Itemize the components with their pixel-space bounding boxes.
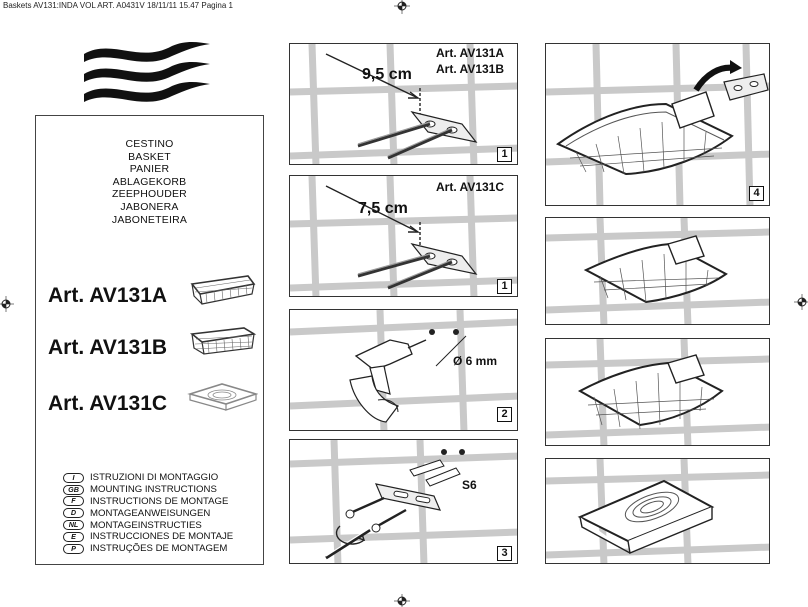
- instruction-text: ISTRUZIONI DI MONTAGGIO: [90, 472, 219, 484]
- lang-badge: NL: [63, 520, 84, 531]
- step-4-number-badge: 4: [749, 186, 764, 201]
- product-name-en: BASKET: [128, 150, 171, 163]
- lang-badge: E: [63, 531, 84, 542]
- lang-badge: P: [63, 543, 84, 554]
- basket-a-thumbnail-icon: [190, 275, 256, 305]
- registration-mark-left-icon: [0, 296, 14, 312]
- wall-tiles-illustration: [290, 44, 517, 164]
- product-info-panel: CESTINO BASKET PANIER ABLAGEKORB ZEEPHOU…: [35, 115, 264, 565]
- basket-b-result-illustration: [546, 339, 769, 445]
- step-2-drill-size-label: Ø 6 mm: [453, 354, 498, 368]
- step-1-art-b-label: Art. AV131B: [436, 62, 505, 76]
- step-1-panel-av131ab: Art. AV131A Art. AV131B 9,5 cm 1: [289, 43, 518, 165]
- instruction-row-fr: F INSTRUCTIONS DE MONTAGE: [63, 496, 233, 508]
- instruction-row-es: E INSTRUCCIONES DE MONTAJE: [63, 531, 233, 543]
- instruction-text: MONTAGEINSTRUCTIES: [90, 519, 202, 531]
- instruction-text: INSTRUCCIONES DE MONTAJE: [90, 531, 234, 543]
- result-panel-av131c: [545, 458, 770, 564]
- lang-badge: D: [63, 508, 84, 519]
- wall-tiles-illustration: [290, 176, 517, 296]
- basket-c-thumbnail-icon: [187, 383, 258, 411]
- product-name-de: ABLAGEKORB: [112, 175, 187, 188]
- result-panel-av131a: [545, 217, 770, 325]
- step-3-panel-fixing: S6 3: [289, 439, 518, 564]
- lang-badge: I: [63, 472, 84, 483]
- instruction-text: MONTAGEANWEISUNGEN: [90, 507, 211, 519]
- lang-badge: GB: [63, 484, 84, 495]
- step-1b-dimension-label: 7,5 cm: [358, 200, 408, 217]
- basket-a-result-illustration: [546, 218, 769, 324]
- basket-b-thumbnail-icon: [190, 327, 257, 355]
- drilling-illustration: [290, 310, 517, 430]
- product-name-nl: ZEEPHOUDER: [112, 188, 187, 201]
- product-name-pt: JABONETEIRA: [111, 213, 188, 226]
- article-av131b-label: Art. AV131B: [48, 336, 168, 359]
- step-3-number-badge: 3: [497, 546, 512, 561]
- instruction-text: INSTRUCTIONS DE MONTAGE: [90, 495, 229, 507]
- step-3-plug-label: S6: [462, 478, 477, 492]
- registration-mark-bottom-icon: [394, 594, 410, 607]
- step-1b-number-badge: 1: [497, 279, 512, 294]
- result-panel-av131b: [545, 338, 770, 446]
- instruction-row-pt: P INSTRUÇÕES DE MONTAGEM: [63, 543, 233, 555]
- step-1b-art-label: Art. AV131C: [436, 180, 505, 194]
- product-names: CESTINO BASKET PANIER ABLAGEKORB ZEEPHOU…: [36, 138, 263, 226]
- basket-c-result-illustration: [546, 459, 769, 563]
- page-header: Baskets AV131:INDA VOL ART. A0431V 18/11…: [3, 1, 233, 10]
- step-1-art-a-label: Art. AV131A: [436, 46, 505, 60]
- fixing-illustration: [290, 440, 517, 563]
- step-4-panel-mounting: 4: [545, 43, 770, 206]
- basket-mount-illustration: [546, 44, 769, 205]
- instruction-row-it: I ISTRUZIONI DI MONTAGGIO: [63, 472, 233, 484]
- product-name-it: CESTINO: [125, 138, 174, 150]
- step-1-dimension-label: 9,5 cm: [362, 66, 412, 83]
- step-1-number-badge: 1: [497, 147, 512, 162]
- step-2-panel-drilling: Ø 6 mm 2: [289, 309, 518, 431]
- step-1-panel-av131c: Art. AV131C 7,5 cm 1: [289, 175, 518, 297]
- instruction-row-gb: GB MOUNTING INSTRUCTIONS: [63, 484, 233, 496]
- product-name-es: JABONERA: [120, 200, 179, 213]
- registration-mark-right-icon: [794, 294, 808, 310]
- registration-mark-top-icon: [394, 0, 410, 14]
- instruction-text: MOUNTING INSTRUCTIONS: [90, 484, 217, 496]
- article-av131a-label: Art. AV131A: [48, 284, 168, 307]
- article-av131c-label: Art. AV131C: [48, 392, 168, 415]
- lang-badge: F: [63, 496, 84, 507]
- instruction-row-de: D MONTAGEANWEISUNGEN: [63, 507, 233, 519]
- instruction-row-nl: NL MONTAGEINSTRUCTIES: [63, 519, 233, 531]
- product-name-fr: PANIER: [129, 163, 170, 176]
- step-2-number-badge: 2: [497, 407, 512, 422]
- instructions-list: I ISTRUZIONI DI MONTAGGIO GB MOUNTING INST…: [63, 472, 233, 555]
- instruction-text: INSTRUÇÕES DE MONTAGEM: [90, 543, 228, 555]
- waves-logo-icon: [84, 42, 210, 102]
